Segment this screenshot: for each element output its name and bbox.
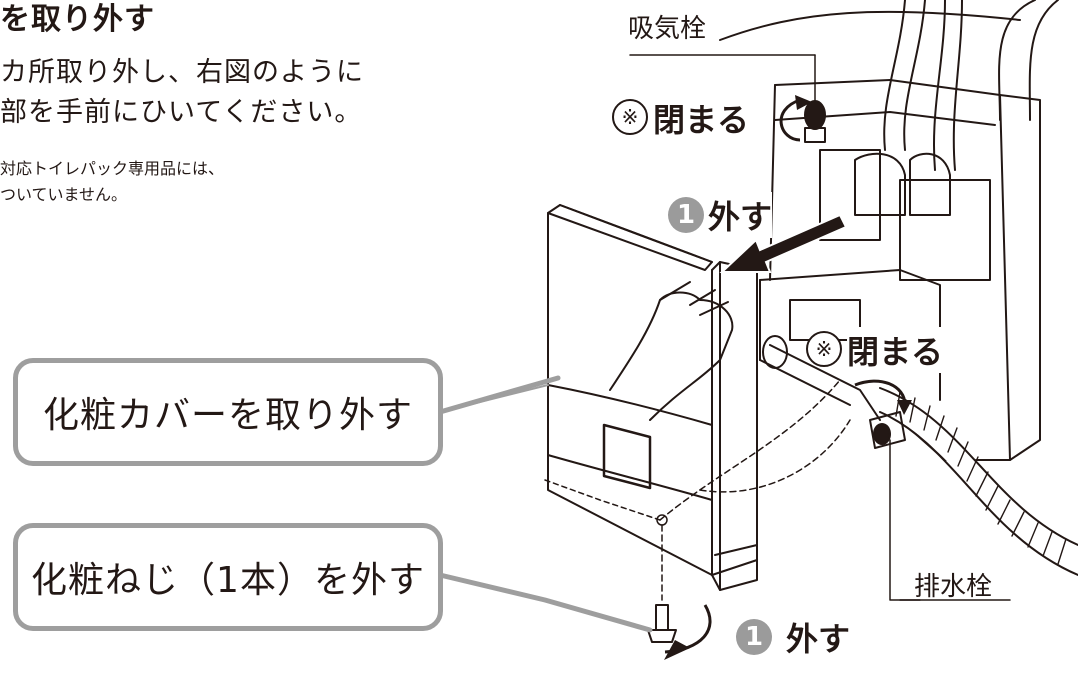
step-number-badge: 1 <box>736 619 772 655</box>
section-heading: を取り外す <box>0 2 155 37</box>
remove-label: 外す <box>708 192 773 238</box>
instruction-line-1: カ所取り外し、右図のように <box>0 57 364 88</box>
instruction-line-2: 部を手前にひいてください。 <box>0 97 363 128</box>
note-line-1: 対応トイレパック専用品には、 <box>0 159 225 178</box>
drain-valve-label: 排水栓 <box>914 572 993 602</box>
remove-label: 外す <box>786 614 851 660</box>
callout-remove-cover: 化粧カバーを取り外す <box>13 358 443 466</box>
callout-remove-screw: 化粧ねじ（1本）を外す <box>13 523 443 631</box>
step-number-badge: 1 <box>668 197 704 233</box>
close-label: 閉まる <box>653 95 750 141</box>
intake-valve-label: 吸気栓 <box>628 14 707 44</box>
asterisk-mark-icon: ※ <box>612 99 648 135</box>
note-line-2: ついていません。 <box>0 185 128 204</box>
asterisk-mark-icon: ※ <box>806 331 842 367</box>
close-label: 閉まる <box>847 327 944 373</box>
